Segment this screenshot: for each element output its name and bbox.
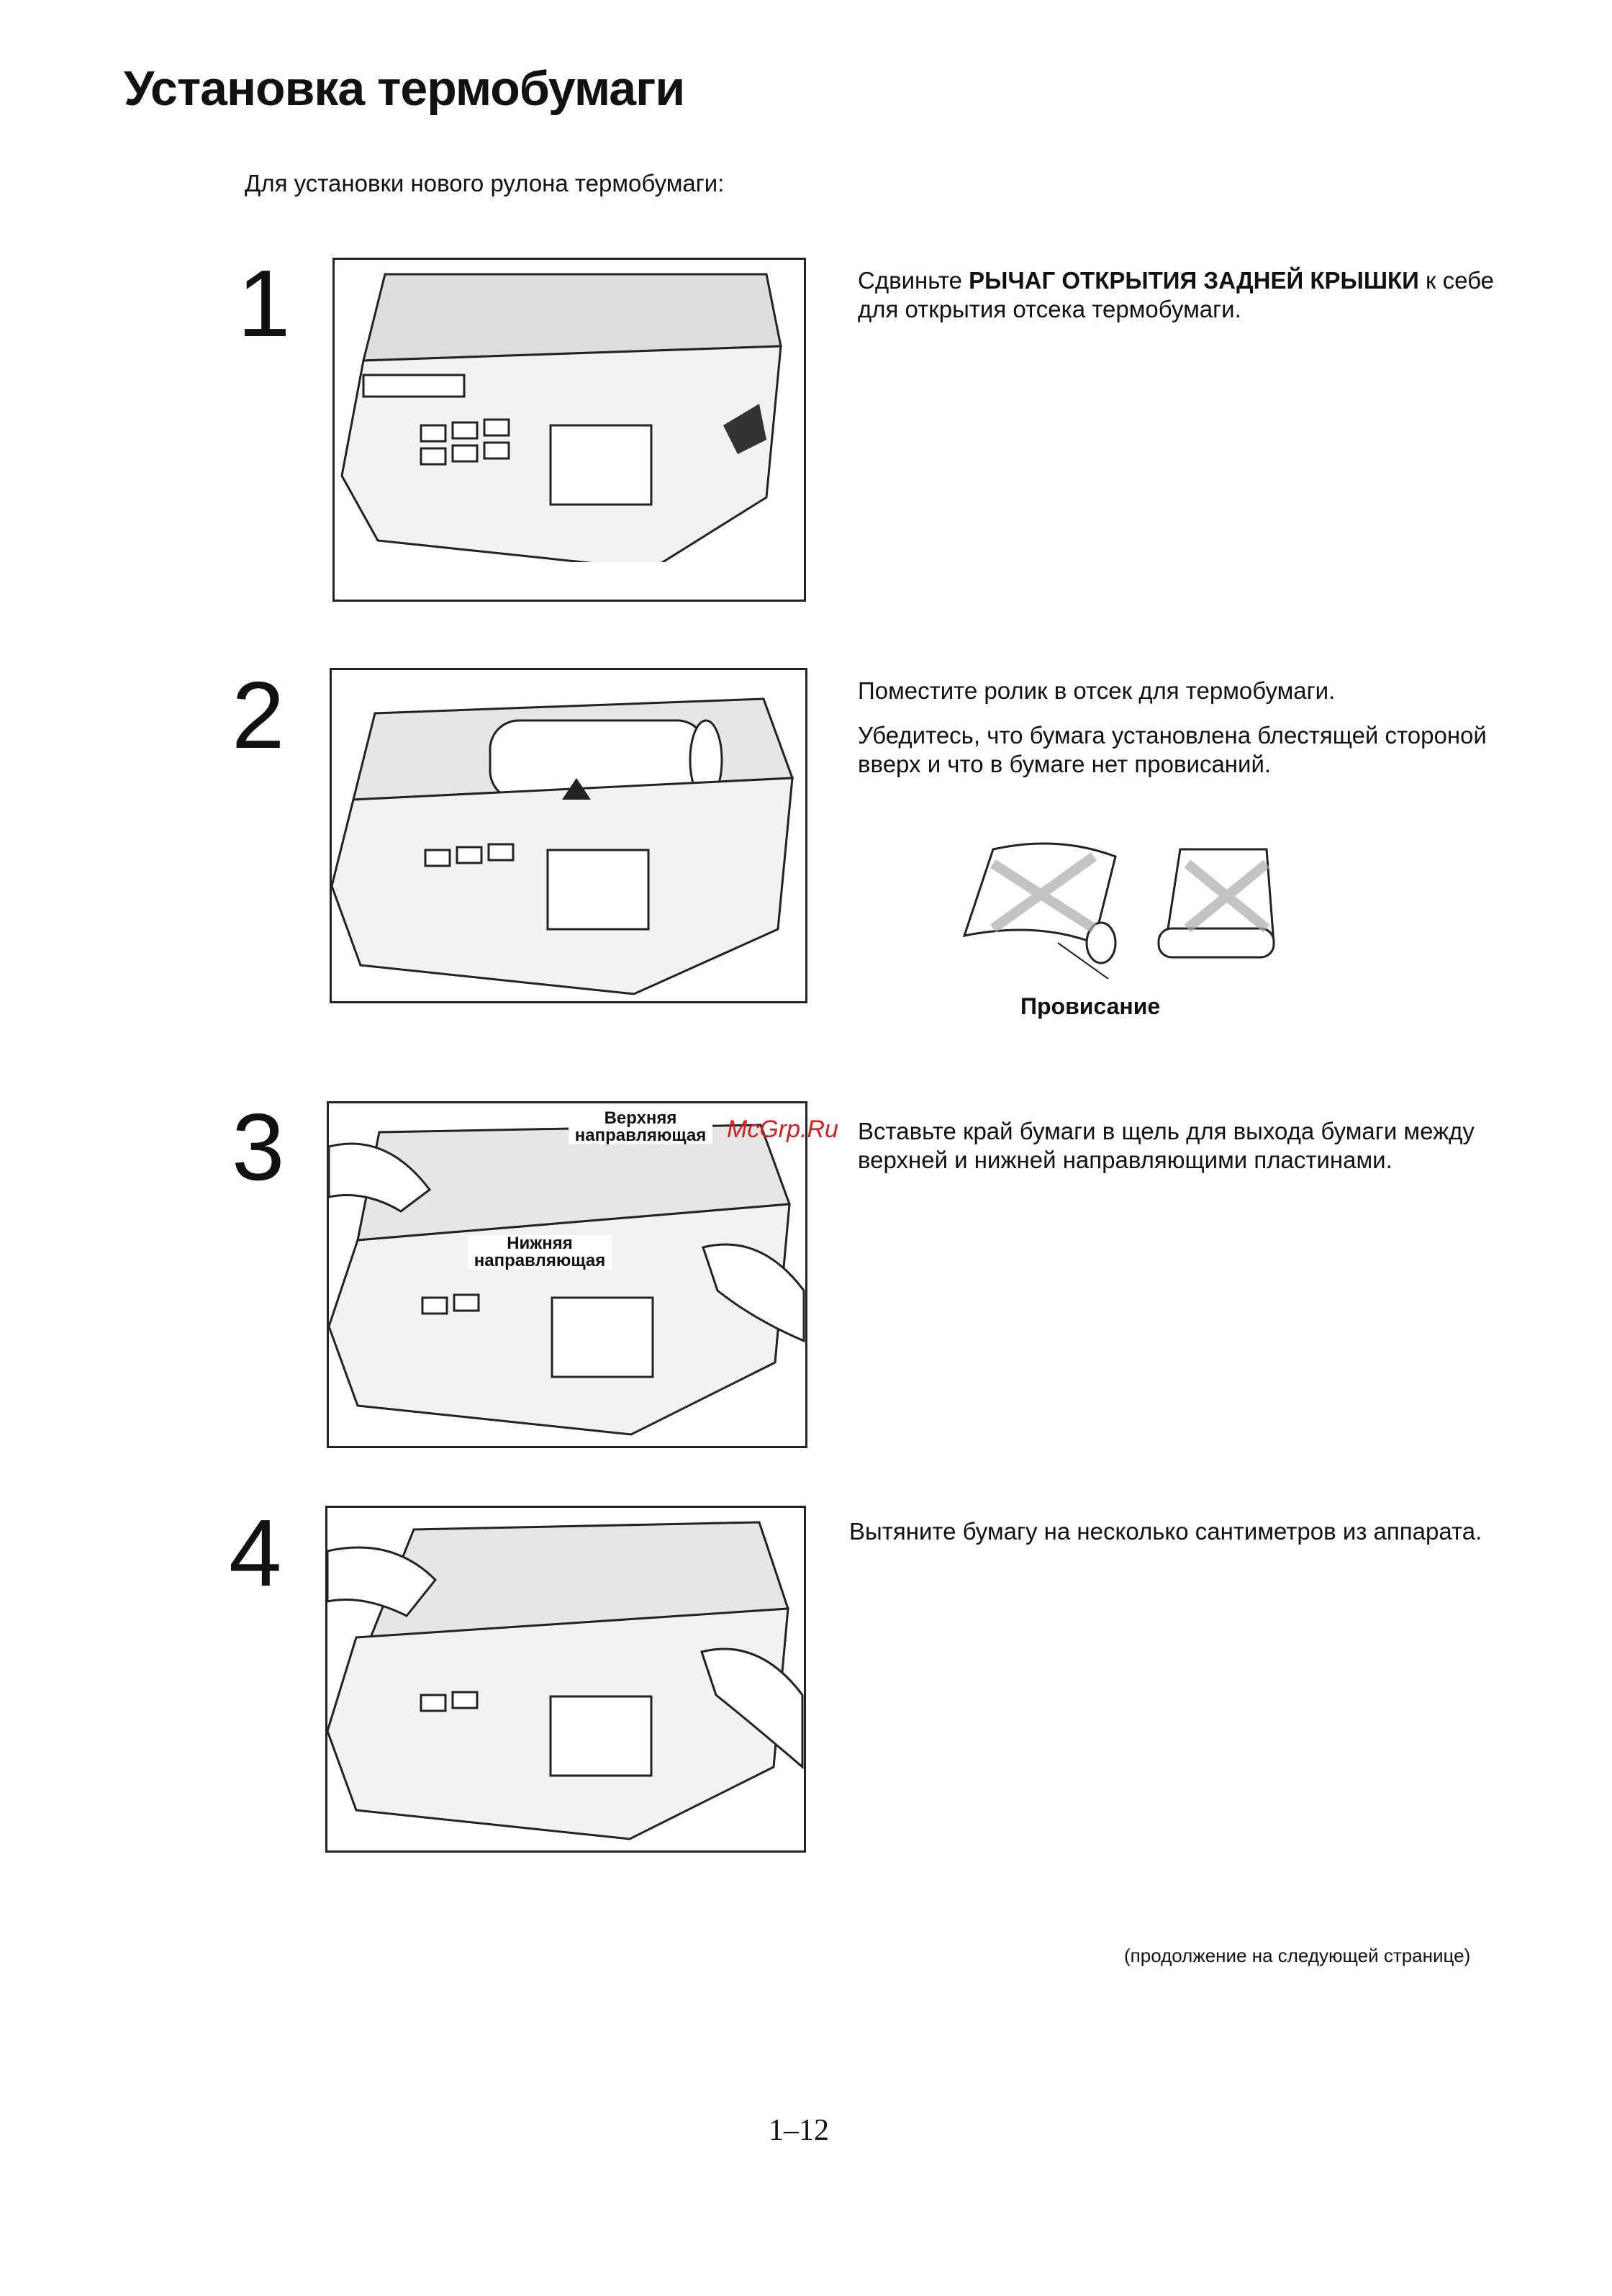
page-number: 1–12: [769, 2114, 829, 2147]
step-1-text: Сдвиньте РЫЧАГ ОТКРЫТИЯ ЗАДНЕЙ КРЫШКИ к …: [858, 266, 1520, 324]
watermark: McGrp.Ru: [727, 1116, 838, 1143]
lower-guide-callout-line-2: направляющая: [474, 1251, 606, 1270]
upper-guide-callout: Верхняя направляющая: [569, 1110, 712, 1144]
step-3-number: 3: [232, 1094, 285, 1200]
step-2-text: Поместите ролик в отсек для термобумаги.: [858, 677, 1336, 704]
step-4-text: Вытяните бумагу на несколько сантиметров…: [849, 1518, 1482, 1545]
step-1-text-suffix: к себе для открытия отсека термобумаги.: [858, 267, 1495, 322]
upper-guide-callout-line-2: направляющая: [574, 1126, 707, 1145]
step-4-illustration: [325, 1506, 806, 1853]
continued-note: (продолжение на следующей странице): [1124, 1945, 1471, 1966]
lower-guide-callout: Нижняя направляющая: [468, 1235, 612, 1270]
step-1-illustration: [332, 258, 806, 602]
upper-guide-callout-line-1: Верхняя: [604, 1108, 677, 1128]
intro-text: Для установки нового рулона термобумаги:: [245, 170, 725, 196]
lower-guide-callout-line-1: Нижняя: [507, 1234, 573, 1253]
step-3-text: Вставьте край бумаги в щель для выхода б…: [858, 1118, 1475, 1173]
paper-roll-sag-illustration: [962, 842, 1275, 980]
step-2-number: 2: [232, 662, 285, 768]
step-2-illustration: [330, 668, 807, 1003]
fax-machine-paper-pull-illustration: [327, 1521, 804, 1840]
step-1-number: 1: [237, 250, 291, 356]
sag-label: Провисание: [1020, 993, 1161, 1019]
page-title: Установка термобумаги: [124, 61, 685, 116]
step-4-number: 4: [229, 1500, 282, 1606]
step-2-text-block: Поместите ролик в отсек для термобумаги.…: [858, 677, 1534, 795]
sag-diagram: [950, 835, 1295, 980]
step-1-text-bold: РЫЧАГ ОТКРЫТИЯ ЗАДНЕЙ КРЫШКИ: [969, 267, 1419, 294]
fax-machine-paper-insert-illustration: [329, 1124, 805, 1436]
fax-machine-lever-illustration: [335, 260, 804, 600]
step-2-text-2: Убедитесь, что бумага установлена блестя…: [858, 722, 1487, 777]
step-1-text-prefix: Сдвиньте: [858, 267, 969, 294]
fax-machine-roll-illustration: [332, 697, 794, 995]
step-3-illustration: [327, 1101, 807, 1448]
